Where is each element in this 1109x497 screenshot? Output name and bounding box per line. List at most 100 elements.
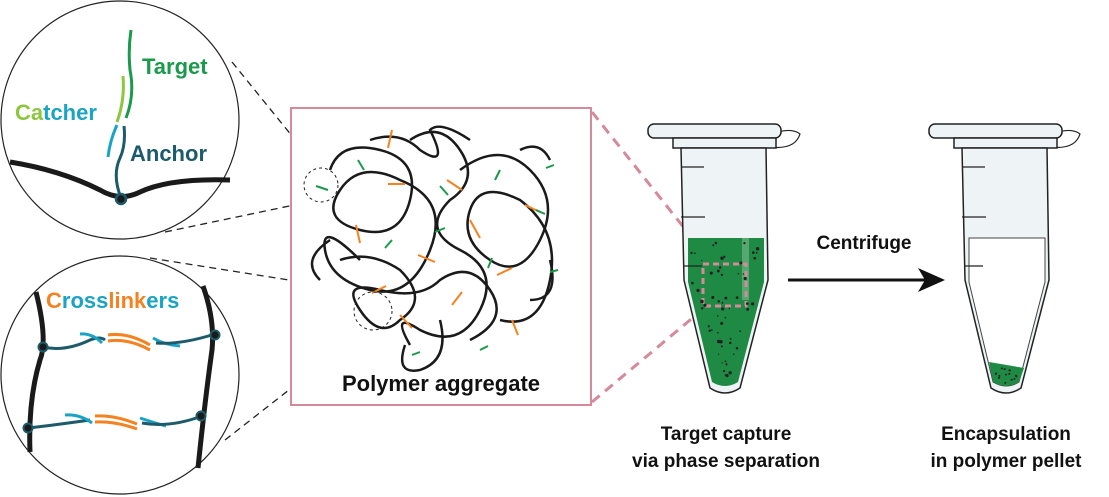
crosslinkers-label: Crosslinkers — [46, 288, 179, 313]
tube1-caption-line1: Target capture — [661, 424, 792, 445]
particle-dot — [724, 296, 728, 300]
particle-dot — [724, 316, 727, 319]
polymer-aggregate-panel: Polymer aggregate — [290, 107, 592, 406]
particle-dot — [712, 244, 715, 247]
particle-dot — [708, 329, 711, 332]
particle-dot — [711, 295, 715, 299]
particle-dot — [720, 273, 724, 277]
tube-phase-separation: Target capture via phase separation — [632, 123, 820, 472]
particle-dot — [696, 288, 700, 293]
zoom-marker-bottom — [353, 291, 393, 331]
particle-dot — [725, 374, 729, 378]
anchor-label: Anchor — [130, 141, 207, 166]
tube1-caption-line2: via phase separation — [632, 451, 820, 472]
catcher-marks — [315, 159, 559, 356]
tube-pellet: Encapsulation in polymer pellet — [928, 123, 1083, 472]
particle-dot — [998, 374, 1001, 377]
particle-dot — [1003, 368, 1006, 371]
particle-dot — [728, 341, 732, 345]
particle-dot — [735, 296, 739, 300]
particle-dot — [1010, 378, 1013, 381]
particle-dot — [709, 271, 713, 275]
particle-dot — [701, 306, 704, 309]
particle-dot — [742, 273, 745, 275]
centrifuge-arrow: Centrifuge — [788, 233, 945, 292]
target-strand — [124, 29, 134, 119]
particle-dot — [691, 281, 694, 285]
particle-dot — [720, 256, 724, 261]
target-label: Target — [142, 54, 208, 79]
anchor-strand — [114, 125, 126, 199]
particle-dot — [745, 302, 749, 305]
zoom-region-box — [701, 262, 748, 308]
particle-dot — [717, 353, 720, 355]
anchor-node — [114, 192, 128, 206]
polymer-aggregate-label: Polymer aggregate — [342, 371, 540, 396]
particle-dot — [1004, 381, 1007, 384]
particle-dot — [720, 345, 723, 348]
particle-dot — [724, 360, 727, 363]
particle-dot — [690, 251, 693, 255]
zoom-circle-crosslinkers: Crosslinkers — [0, 255, 240, 495]
crosslinkers-label-part: ers — [146, 288, 179, 313]
particle-dot — [701, 259, 703, 262]
zoom-circle-capture: Target Catcher Anchor — [0, 0, 240, 240]
catcher-blue-strand — [106, 124, 119, 158]
particle-dot — [746, 307, 750, 311]
particle-dot — [703, 303, 707, 307]
catcher-label-part2: tcher — [43, 100, 97, 125]
catcher-green-strand — [115, 75, 125, 123]
particle-dot — [753, 256, 757, 260]
crosslinkers-label-part: C — [46, 288, 62, 313]
particle-dot — [721, 307, 725, 311]
particle-dot — [710, 329, 713, 332]
particle-dot — [739, 261, 743, 265]
particle-dot — [994, 372, 997, 375]
particle-dot — [729, 337, 732, 340]
particle-dot — [719, 340, 723, 344]
particle-dot — [750, 302, 755, 306]
particle-dot — [717, 331, 719, 334]
particle-dot — [728, 371, 732, 375]
particle-dot — [1008, 372, 1011, 375]
particle-dot — [723, 255, 726, 258]
particle-dot — [725, 363, 728, 366]
particle-dot — [728, 307, 731, 309]
tube2-caption-line2: in polymer pellet — [931, 451, 1083, 472]
particle-dot — [732, 353, 735, 355]
particle-dot — [721, 362, 723, 364]
particle-dot — [1005, 373, 1008, 376]
particle-dot — [718, 266, 722, 269]
particle-dot — [700, 299, 704, 304]
particle-dot — [716, 269, 720, 273]
centrifuge-label: Centrifuge — [817, 233, 912, 254]
particle-dot — [737, 272, 740, 275]
particle-dot — [720, 321, 724, 325]
particle-dot — [1015, 374, 1018, 377]
particle-dot — [722, 369, 726, 373]
particle-dot — [707, 325, 710, 328]
tube2-caption-line1: Encapsulation — [941, 424, 1071, 445]
particle-dots — [690, 241, 1018, 384]
particle-dot — [1000, 367, 1003, 370]
particle-dot — [755, 251, 758, 254]
catcher-label-part1: Ca — [15, 100, 44, 125]
particle-dot — [717, 300, 721, 303]
particle-dot — [743, 241, 746, 245]
particle-dot — [721, 301, 724, 304]
catcher-label: Catcher — [15, 100, 97, 125]
particle-dot — [694, 252, 696, 255]
crosslinkers-label-part: ross — [62, 288, 108, 313]
particle-dot — [714, 241, 718, 245]
particle-dot — [743, 276, 747, 281]
particle-dot — [1013, 377, 1016, 380]
particle-dot — [998, 376, 1001, 379]
zoom-marker-top — [303, 167, 339, 203]
crosslinkers-label-part: link — [108, 288, 147, 313]
particle-dot — [751, 251, 755, 254]
particle-dot — [755, 246, 760, 251]
particle-dot — [716, 315, 719, 317]
particle-dot — [1008, 369, 1011, 372]
